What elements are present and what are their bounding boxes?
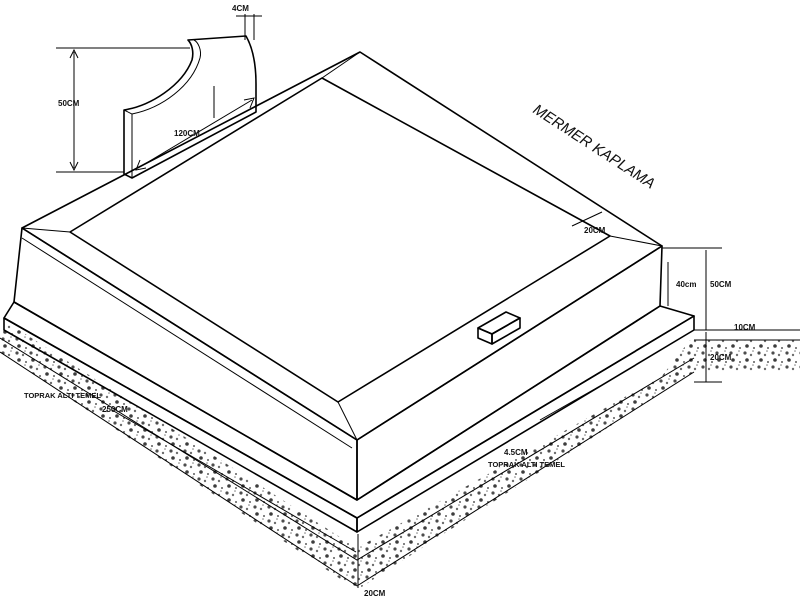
title-text: MERMER KAPLAMA [530,101,658,192]
label-foundation-depth: 20CM [710,353,732,362]
label-foundation-left: TOPRAK ALTI TEMEL [24,391,101,400]
label-foundation-right: TOPRAK ALTI TEMEL [488,460,565,469]
label-base-step: 10CM [734,323,756,332]
label-headstone-height: 50CM [58,99,80,108]
gravel-infill [69,77,611,403]
headstone [123,35,257,179]
label-foundation-bottom: 20CM [364,589,386,598]
vase-box [477,311,521,345]
label-border-width: 20CM [584,226,606,235]
grave-box [13,51,663,501]
label-headstone-thickness: 4CM [232,4,249,13]
label-headstone-width: 120CM [174,129,200,138]
dimension-lines [56,14,722,588]
underground-foundation [0,322,800,590]
label-total-length: 250CM [102,405,128,414]
label-total-height: 50CM [710,280,732,289]
label-inner-height: 40cm [676,280,696,289]
label-plinth-offset: 4.5CM [504,448,528,457]
